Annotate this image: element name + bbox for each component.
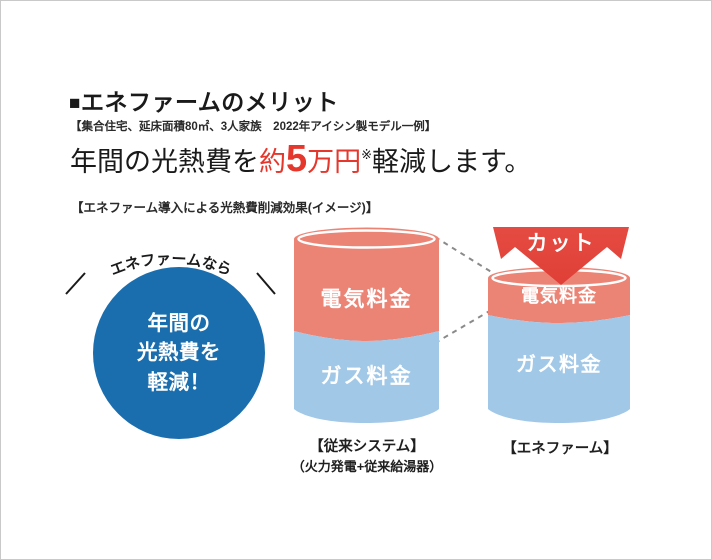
caption-conventional: 【従来システム】 （火力発電+従来給湯器） bbox=[287, 437, 447, 477]
connector-top-line bbox=[434, 236, 494, 274]
connector-bottom-line bbox=[434, 308, 494, 344]
bar-top-ellipse bbox=[294, 227, 439, 251]
spec-note: 【集合住宅、延床面積80㎡、3人家族 2022年アイシン製モデル一例】 bbox=[70, 121, 437, 133]
cut-arrow-shape bbox=[493, 227, 629, 285]
blue-circle-shape bbox=[93, 267, 265, 439]
savings-unit: 万円 bbox=[307, 147, 362, 177]
page-title: ■エネファームのメリット bbox=[69, 83, 339, 117]
circle-line-1: 年間の bbox=[147, 312, 211, 336]
bar-segment-gas bbox=[488, 315, 630, 423]
bar-top-rim bbox=[297, 229, 436, 249]
savings-amount: 5 bbox=[286, 138, 308, 180]
bar-segment-gas bbox=[294, 331, 439, 423]
page-title-text: エネファームのメリット bbox=[80, 89, 339, 115]
savings-lead: 年間の光熱費を bbox=[70, 147, 259, 177]
bar-conventional-system: 電気料金 ガス料金 bbox=[294, 225, 439, 427]
savings-statement: 年間の光熱費を約5万円※軽減します。 bbox=[70, 140, 531, 178]
savings-approx: 約 bbox=[259, 147, 286, 177]
bar-enefarm-system: 電気料金 ガス料金 bbox=[488, 265, 630, 427]
benefit-circle: 年間の 光熱費を 軽減！ bbox=[93, 267, 265, 439]
footnote-asterisk: ※ bbox=[361, 147, 373, 162]
bullet-square-icon: ■ bbox=[69, 93, 81, 114]
bar-segment-electricity bbox=[488, 278, 630, 323]
circle-line-2: 光熱費を bbox=[137, 341, 221, 365]
bar-segment-electricity bbox=[294, 239, 439, 341]
chart-caption: 【エネファーム導入による光熱費削減効果(イメージ)】 bbox=[71, 201, 379, 215]
benefit-circle-text: 年間の 光熱費を 軽減！ bbox=[93, 267, 265, 439]
savings-tail: 軽減します。 bbox=[372, 147, 532, 177]
cut-arrow-badge: カット bbox=[491, 225, 631, 287]
circle-line-3: 軽減！ bbox=[147, 370, 211, 394]
caption-conventional-main: 【従来システム】 bbox=[309, 439, 425, 455]
caption-enefarm-main: 【エネファーム】 bbox=[502, 441, 618, 457]
caption-enefarm: 【エネファーム】 bbox=[489, 437, 631, 458]
caption-conventional-sub: （火力発電+従来給湯器） bbox=[291, 459, 443, 475]
decorative-slash-left bbox=[65, 272, 86, 295]
